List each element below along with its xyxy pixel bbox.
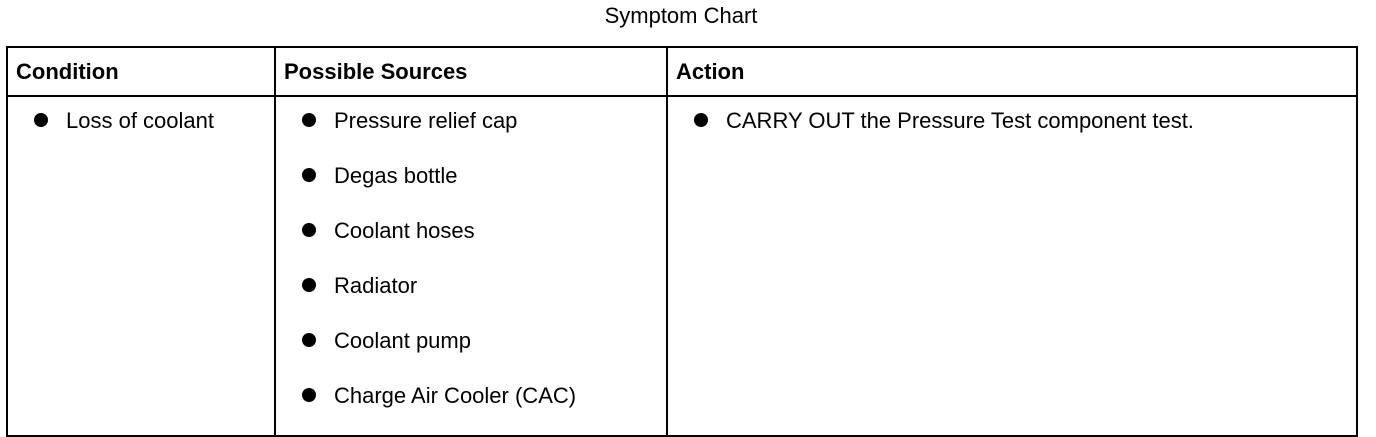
header-possible-sources: Possible Sources	[274, 46, 668, 97]
table-header-row: Condition Possible Sources Action	[6, 46, 1358, 97]
bullet-icon	[302, 278, 316, 292]
condition-cell: Loss of coolant	[6, 95, 276, 437]
list-item: Radiator	[276, 270, 666, 325]
source-text: Charge Air Cooler (CAC)	[334, 383, 577, 408]
list-item: Degas bottle	[276, 160, 666, 215]
list-item: Coolant hoses	[276, 215, 666, 270]
bullet-icon	[302, 168, 316, 182]
list-item: Pressure relief cap	[276, 105, 666, 160]
source-text: Pressure relief cap	[334, 108, 518, 133]
bullet-icon	[302, 388, 316, 402]
source-text: Radiator	[334, 273, 418, 298]
sources-list: Pressure relief cap Degas bottle Coolant…	[276, 105, 666, 435]
bullet-icon	[302, 333, 316, 347]
symptom-chart-table: Condition Possible Sources Action Loss o…	[6, 46, 1358, 437]
bullet-icon	[694, 113, 708, 127]
source-text: Degas bottle	[334, 163, 458, 188]
bullet-icon	[302, 113, 316, 127]
bullet-icon	[302, 223, 316, 237]
action-list: CARRY OUT the Pressure Test component te…	[668, 105, 1356, 160]
source-text: Coolant hoses	[334, 218, 475, 243]
list-item: Coolant pump	[276, 325, 666, 380]
source-text: Coolant pump	[334, 328, 471, 353]
action-cell: CARRY OUT the Pressure Test component te…	[666, 95, 1358, 437]
condition-text: Loss of coolant	[66, 108, 214, 133]
list-item: Loss of coolant	[8, 105, 274, 160]
condition-list: Loss of coolant	[8, 105, 274, 160]
table-row: Loss of coolant Pressure relief cap Dega…	[6, 95, 1358, 437]
chart-title: Symptom Chart	[604, 3, 758, 28]
action-text: CARRY OUT the Pressure Test component te…	[726, 108, 1194, 133]
sources-cell: Pressure relief cap Degas bottle Coolant…	[274, 95, 668, 437]
list-item: Charge Air Cooler (CAC)	[276, 380, 666, 435]
list-item: CARRY OUT the Pressure Test component te…	[668, 105, 1356, 160]
header-action: Action	[666, 46, 1358, 97]
header-condition: Condition	[6, 46, 276, 97]
bullet-icon	[34, 113, 48, 127]
